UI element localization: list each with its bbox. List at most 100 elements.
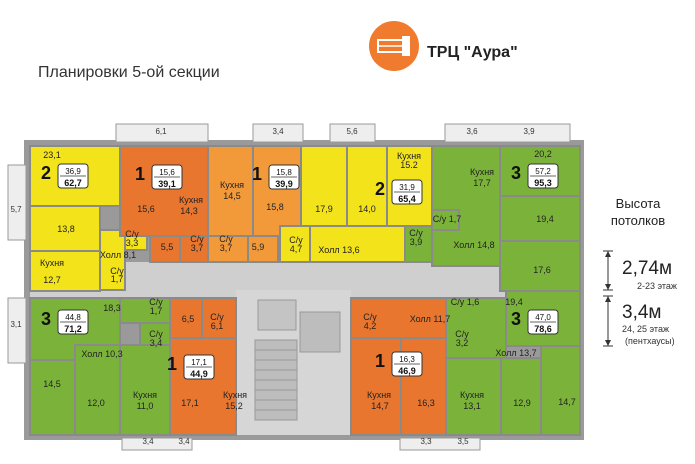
apartment-badge-a9: 3 47,0 78,6 [511,309,559,335]
total-area: 78,6 [534,324,552,334]
apartment-badge-a6: 3 44,8 71,2 [41,309,89,335]
room-label: 12,7 [43,275,61,285]
total-area: 95,3 [534,178,552,188]
room-label: 17,7 [473,178,491,188]
apartment-a4 [279,145,433,263]
room-label: Кухня [460,390,484,400]
room-label: 15,2 [225,401,243,411]
ceiling-height-standard-floors: 2-23 этаж [637,281,677,291]
room-label: 14,7 [371,401,389,411]
room-label: С/у [125,229,139,239]
height-scale-icon [603,250,613,347]
room-label: Холл 13,7 [495,348,536,358]
room-label: 3,7 [191,243,204,253]
room-label: 15,6 [137,204,155,214]
apartment-a7 [169,297,237,436]
room-label: С/у [409,228,423,238]
apartment-a6 [29,297,171,436]
room-label: Кухня [470,167,494,177]
room-label: Кухня [220,180,244,190]
room-label: С/у [363,312,377,322]
dimension-label: 5,7 [10,205,22,214]
room-count: 1 [135,164,145,184]
room-count: 2 [41,163,51,183]
apartment-badge-a1: 2 36,9 62,7 [41,163,89,189]
total-area: 46,9 [398,366,416,376]
room-label: Холл 13,6 [318,245,359,255]
room-label: С/у [190,234,204,244]
room-label: 5,5 [161,242,174,252]
total-area: 44,9 [190,369,208,379]
room-label: С/у 1,7 [433,214,462,224]
room-label: 3,3 [126,238,139,248]
total-area: 39,1 [158,179,176,189]
room-label: Холл 10,3 [81,349,122,359]
dimension-label: 5,6 [346,127,358,136]
room-label: С/у [219,234,233,244]
room-label: 13,1 [463,401,481,411]
room-label: 14,7 [558,397,576,407]
living-area: 16,3 [399,355,415,364]
room-label: 6,5 [182,314,195,324]
room-label: 18,3 [103,303,121,313]
room-label: 3,7 [220,243,233,253]
room-label: 4,7 [290,244,303,254]
room-label: С/у [110,266,124,276]
dimension-label: 3,5 [457,437,469,446]
apartment-a8 [350,297,447,436]
dimension-label: 3,3 [420,437,432,446]
mall-logo [368,20,420,77]
room-label: 19,4 [536,214,554,224]
room-count: 3 [41,309,51,329]
dimension-label: 3,6 [466,127,478,136]
room-label: С/у [149,297,163,307]
room-label: 4,2 [364,321,377,331]
dimension-label: 3,4 [142,437,154,446]
room-label: 17,1 [181,398,199,408]
room-label: 6,1 [211,321,224,331]
room-label: С/у [210,312,224,322]
living-area: 36,9 [65,167,81,176]
room-count: 1 [167,354,177,374]
living-area: 44,8 [65,313,81,322]
room-label: Кухня [133,390,157,400]
total-area: 71,2 [64,324,82,334]
ceiling-height-standard: 2,74м [622,258,673,279]
living-area: 15,8 [276,168,292,177]
room-label: 16,3 [417,398,435,408]
room-label: 17,6 [533,265,551,275]
room-label: 12,0 [87,398,105,408]
room-label: 1,7 [150,306,163,316]
dimension-label: 6,1 [155,127,167,136]
room-label: 14,5 [223,191,241,201]
living-area: 47,0 [535,313,551,322]
room-label: 12,9 [513,398,531,408]
apartment-a5 [404,145,581,292]
room-label: Кухня [179,195,203,205]
living-area: 17,1 [191,358,207,367]
room-label: 14,0 [358,204,376,214]
mall-name: ТРЦ "Аура" [427,44,518,61]
room-label: Кухня [367,390,391,400]
ceiling-height-penthouse-floors: 24, 25 этаж(пентхаусы) [622,324,675,346]
room-count: 3 [511,309,521,329]
room-label: 14,5 [43,379,61,389]
dimension-label: 3,1 [10,320,22,329]
room-label: 5,9 [252,242,265,252]
room-label: 1,7 [111,274,124,284]
total-area: 62,7 [64,178,82,188]
apartment-a2 [119,145,209,263]
room-label: 3,4 [150,338,163,348]
dimension-label: 3,4 [272,127,284,136]
total-area: 65,4 [398,194,416,204]
room-count: 3 [511,163,521,183]
room-count: 1 [252,164,262,184]
dimension-label: 3,4 [178,437,190,446]
room-label: С/у 1,6 [451,297,480,307]
